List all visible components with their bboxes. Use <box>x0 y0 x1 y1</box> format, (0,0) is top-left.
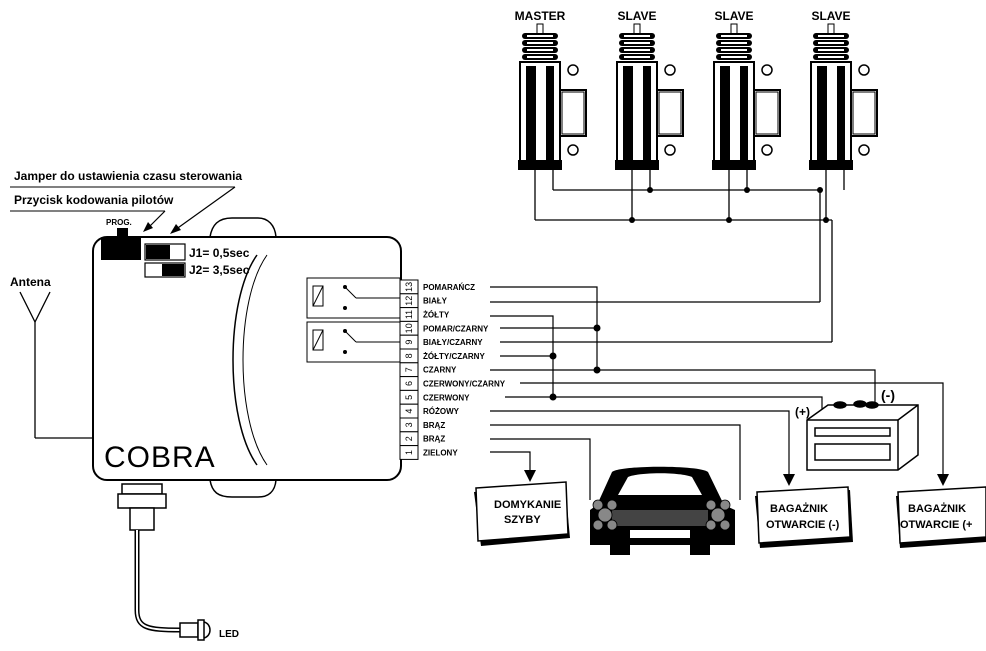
j2-label: J2= 3,5sec <box>189 263 250 277</box>
wire-label: POMAR/CZARNY <box>423 324 489 333</box>
battery-minus-label: (-) <box>881 387 895 403</box>
pin-row: 2 BRĄZ <box>399 431 445 447</box>
wire-junctions <box>549 324 601 401</box>
actuator-label: SLAVE <box>811 9 850 23</box>
pin-row: 5 CZERWONY <box>399 389 470 405</box>
wire-label: BRĄZ <box>423 435 445 444</box>
pin-number: 11 <box>404 310 414 319</box>
wire-label: CZERWONY <box>423 393 470 402</box>
pin-number: 2 <box>404 436 414 441</box>
pin-number: 10 <box>404 323 414 333</box>
prog-label: PROG. <box>106 218 132 227</box>
door-actuators: MASTER SLAVE SLAVE SLAVE <box>515 9 878 170</box>
trunk-negative-label-2: OTWARCIE (-) <box>766 519 840 531</box>
jumper-annotation: Jamper do ustawienia czasu sterowania <box>14 169 242 183</box>
battery-icon <box>806 400 919 471</box>
pin-row: 7 CZARNY <box>399 362 457 378</box>
battery-plus-label: (+) <box>795 405 810 419</box>
trunk-positive-box: BAGAŻNIK OTWARCIE (+ <box>896 486 986 548</box>
pin-row: 4 RÓŻOWY <box>399 403 460 419</box>
pin-row: 9 BIAŁY/CZARNY <box>399 334 483 350</box>
wire-label: ZIELONY <box>423 449 458 458</box>
trunk-negative-label-1: BAGAŻNIK <box>770 502 828 515</box>
wire-label: BRĄZ <box>423 421 445 430</box>
windows-label-1: DOMYKANIE <box>494 499 561 511</box>
trunk-positive-label-1: BAGAŻNIK <box>908 502 966 515</box>
pin-row: 11 ŻÓŁTY <box>399 307 450 322</box>
actuator-1: MASTER <box>515 9 587 170</box>
antenna-icon <box>19 291 93 439</box>
actuator-label: SLAVE <box>714 9 753 23</box>
brand-logo: COBRA <box>104 441 216 474</box>
pin-row: 3 BRĄZ <box>399 417 445 433</box>
j1-label: J1= 0,5sec <box>189 246 250 260</box>
windows-box: DOMYKANIE SZYBY <box>474 481 570 546</box>
pin-number: 12 <box>404 296 414 306</box>
antenna-label: Antena <box>10 275 51 289</box>
pin-number: 6 <box>404 381 414 386</box>
alarm-module: J1= 0,5sec J2= 3,5sec PROG. COBRA <box>92 217 402 498</box>
wire-arrows <box>524 470 949 486</box>
pin-row: 6 CZERWONY/CZARNY <box>399 376 506 391</box>
pin-row: 13 POMARAŃCZ <box>399 279 475 295</box>
wire-label: ŻÓŁTY/CZARNY <box>423 352 485 361</box>
led-icon <box>203 621 211 639</box>
led-label: LED <box>219 629 239 640</box>
wire-label: ŻÓŁTY <box>423 311 450 320</box>
harness-wires <box>490 286 944 500</box>
button-annotation: Przycisk kodowania pilotów <box>14 193 174 207</box>
pin-number: 5 <box>404 395 414 400</box>
windows-label-2: SZYBY <box>504 514 541 526</box>
actuator-bus <box>534 170 845 342</box>
actuator-label: MASTER <box>515 9 566 23</box>
pin-row: 12 BIAŁY <box>399 293 448 309</box>
pin-number: 1 <box>404 450 414 455</box>
trunk-positive-label-2: OTWARCIE (+ <box>900 519 972 531</box>
pin-row: 8 ŻÓŁTY/CZARNY <box>399 348 485 364</box>
pin-number: 3 <box>404 422 414 427</box>
pin-row: 10 POMAR/CZARNY <box>399 320 489 336</box>
pin-number: 7 <box>404 367 414 372</box>
wire-label: BIAŁY <box>423 297 448 306</box>
pin-number: 8 <box>404 353 414 358</box>
actuator-2: SLAVE <box>615 9 684 170</box>
wire-label: CZARNY <box>423 366 457 375</box>
actuator-3: SLAVE <box>712 9 781 170</box>
bus-junctions <box>629 187 829 223</box>
pin-number: 4 <box>404 409 414 414</box>
wire-label: POMARAŃCZ <box>423 283 475 292</box>
wire-label: RÓŻOWY <box>423 407 460 416</box>
actuator-label: SLAVE <box>617 9 656 23</box>
pin-number: 9 <box>404 340 414 345</box>
wire-label: BIAŁY/CZARNY <box>423 338 483 347</box>
pin-number: 13 <box>404 282 414 292</box>
trunk-negative-box: BAGAŻNIK OTWARCIE (-) <box>755 486 853 548</box>
pin-row: 1 ZIELONY <box>399 445 458 460</box>
actuator-4: SLAVE <box>809 9 878 170</box>
led-cable <box>117 483 205 641</box>
car-icon <box>590 466 735 555</box>
wire-label: CZERWONY/CZARNY <box>423 380 506 389</box>
